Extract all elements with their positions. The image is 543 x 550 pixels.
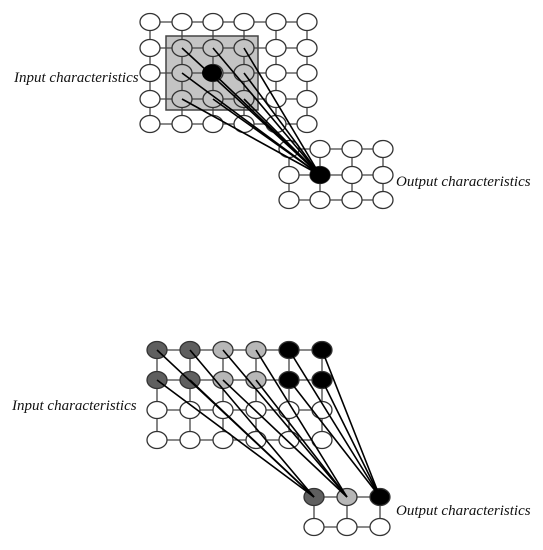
node xyxy=(139,89,161,109)
node xyxy=(278,430,300,450)
connection-line xyxy=(156,379,315,498)
node xyxy=(179,400,201,420)
node xyxy=(139,12,161,32)
output-characteristics-label: Output characteristics xyxy=(396,503,531,519)
node xyxy=(296,63,318,83)
input-center-node xyxy=(202,64,222,82)
node xyxy=(139,114,161,134)
connection-line xyxy=(189,349,315,498)
top-panel: Input characteristics Output characteris… xyxy=(13,12,531,210)
node xyxy=(341,190,363,210)
connection-line xyxy=(255,349,348,498)
connection-line xyxy=(321,379,381,498)
node xyxy=(341,165,363,185)
connection-line xyxy=(222,379,348,498)
node xyxy=(278,165,300,185)
node xyxy=(139,38,161,58)
node xyxy=(296,114,318,134)
connection-line xyxy=(288,349,381,498)
connection-line xyxy=(288,379,381,498)
node xyxy=(245,430,267,450)
node xyxy=(265,63,287,83)
connection-line xyxy=(243,47,321,176)
node xyxy=(139,63,161,83)
node xyxy=(309,139,331,159)
node xyxy=(265,38,287,58)
output-active-node xyxy=(310,166,330,184)
node xyxy=(278,190,300,210)
node xyxy=(296,89,318,109)
connection-line xyxy=(189,379,315,498)
connection-line xyxy=(181,98,321,176)
node xyxy=(372,190,394,210)
node xyxy=(265,12,287,32)
connection-lines xyxy=(156,349,381,498)
connection-line xyxy=(212,47,321,176)
node xyxy=(369,517,391,537)
node xyxy=(212,430,234,450)
node xyxy=(372,165,394,185)
connection-line xyxy=(243,72,321,176)
node xyxy=(171,114,193,134)
node xyxy=(265,89,287,109)
connection-line xyxy=(222,349,348,498)
connection-line xyxy=(243,98,321,176)
node xyxy=(146,400,168,420)
output-grid-lines xyxy=(288,148,384,201)
node xyxy=(336,517,358,537)
connection-line xyxy=(212,98,321,176)
node xyxy=(372,139,394,159)
node xyxy=(296,12,318,32)
node xyxy=(171,12,193,32)
node xyxy=(179,430,201,450)
output-grid xyxy=(278,139,394,210)
connection-line xyxy=(255,379,348,498)
node xyxy=(309,190,331,210)
node xyxy=(341,139,363,159)
node xyxy=(303,517,325,537)
input-characteristics-label: Input characteristics xyxy=(11,398,137,414)
node xyxy=(146,430,168,450)
connection-line xyxy=(321,349,381,498)
input-characteristics-label: Input characteristics xyxy=(13,70,139,86)
node xyxy=(233,12,255,32)
node xyxy=(202,12,224,32)
node xyxy=(296,38,318,58)
bottom-panel: Input characteristics Output characteris… xyxy=(11,340,531,537)
node xyxy=(202,114,224,134)
output-characteristics-label: Output characteristics xyxy=(396,174,531,190)
